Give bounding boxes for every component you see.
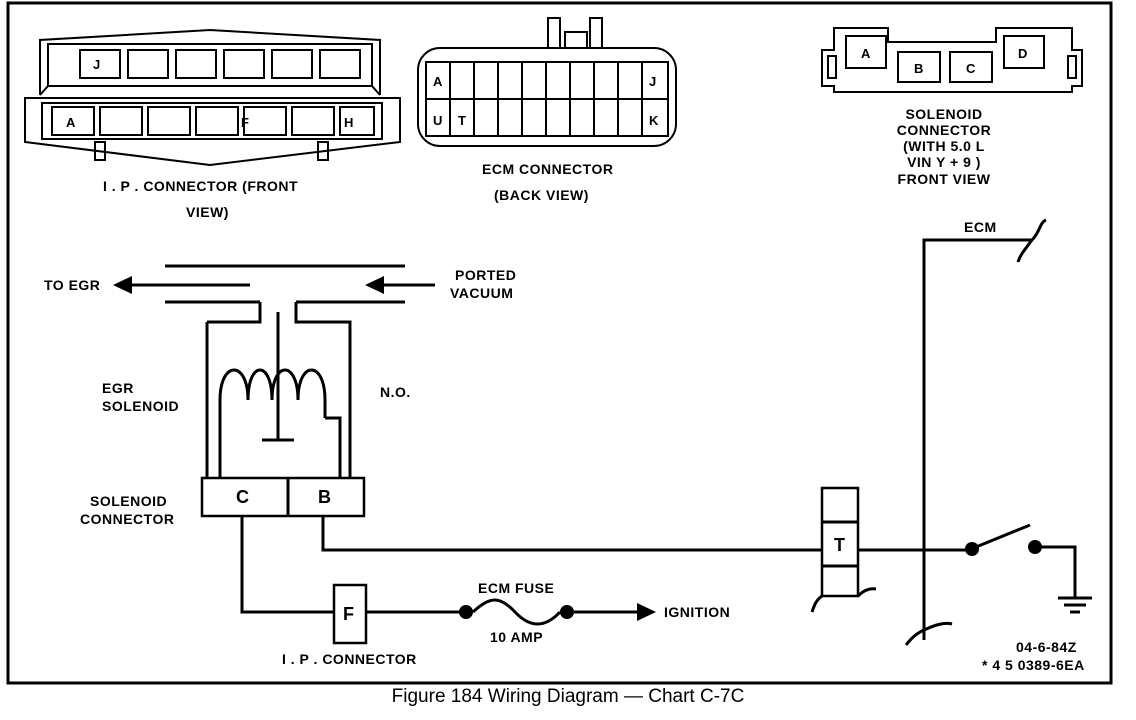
ecm-connector-pin-t: T [810, 486, 877, 613]
figure-caption: Figure 184 Wiring Diagram — Chart C-7C [391, 686, 745, 707]
reference-number: * 4 5 0389-6EA [982, 657, 1085, 673]
ecm-connector-title-line1: ECM CONNECTOR [482, 161, 613, 177]
ip-connector-front-view: J A F H I . P . CONNECTOR (FRONT VIEW) [24, 28, 401, 220]
normally-open-label: N.O. [380, 384, 411, 400]
solenoid-connector-line2: CONNECTOR [80, 511, 174, 527]
ip-bottom-pin-a: A [66, 115, 76, 130]
solenoid-connector-pin-c: C [236, 487, 250, 507]
vacuum-passage: TO EGR PORTED VACUUM [44, 264, 516, 304]
switch-blade [975, 523, 1031, 549]
ported-vacuum-line1: PORTED [455, 267, 516, 283]
ported-vacuum-line2: VACUUM [450, 285, 513, 301]
ecm-connector-back-view: A J U T K ECM CONNECTOR (BACK VIEW) [417, 17, 677, 203]
ported-vacuum-arrow-icon [365, 276, 384, 294]
ignition-arrow-icon [637, 603, 656, 621]
egr-solenoid-line2: SOLENOID [102, 398, 179, 414]
ecm-pin-j: J [649, 74, 657, 89]
fuse-terminal-right [560, 605, 574, 619]
ignition-label: IGNITION [664, 604, 730, 620]
switch-terminal-left [965, 542, 979, 556]
ecm-connector-title-line2: (BACK VIEW) [494, 187, 589, 203]
ip-connector-label: I . P . CONNECTOR [282, 651, 417, 667]
solenoid-front-line1: SOLENOID [905, 106, 982, 122]
solenoid-front-line3: (WITH 5.0 L [903, 138, 985, 154]
ecm-pin-t: T [458, 113, 466, 128]
ecm-pin-a: A [433, 74, 443, 89]
diagram-frame [6, 1, 1113, 685]
solenoid-front-line2: CONNECTOR [897, 122, 991, 138]
solenoid-connector: C B SOLENOID CONNECTOR [80, 476, 366, 527]
solenoid-front-line4: VIN Y + 9 ) [907, 154, 981, 170]
solenoid-front-pin-a: A [861, 46, 871, 61]
ground-icon [1058, 596, 1092, 614]
ecm-pin-u: U [433, 113, 443, 128]
ecm-label: ECM [964, 219, 997, 235]
solenoid-front-line5: FRONT VIEW [898, 171, 991, 187]
solenoid-connector-front-view: A B C D SOLENOID CONNECTOR (WITH 5.0 L V… [821, 27, 1083, 187]
solenoid-connector-pin-b: B [318, 487, 332, 507]
egr-solenoid-line1: EGR [102, 380, 134, 396]
fuse-element [471, 598, 562, 626]
ecm-pin-t-label: T [834, 535, 846, 555]
fuse-terminal-left [459, 605, 473, 619]
ip-top-pin-1: J [93, 57, 101, 72]
fuse-rating-label: 10 AMP [490, 629, 543, 645]
to-egr-label: TO EGR [44, 277, 100, 293]
ip-connector-bottom-row: A F H [51, 106, 375, 136]
ecm-pin-k: K [649, 113, 659, 128]
egr-solenoid: EGR SOLENOID N.O. [102, 302, 411, 478]
solenoid-front-pin-b: B [914, 61, 924, 76]
ip-connector-f: F I . P . CONNECTOR [282, 583, 417, 667]
ip-connector-title-line2: VIEW) [186, 204, 229, 220]
ecm-connector-grid [449, 62, 643, 136]
to-egr-arrow-icon [113, 276, 132, 294]
ecm-fuse-label: ECM FUSE [478, 580, 554, 596]
wiring [240, 516, 1092, 626]
ip-connector-pin-f: F [343, 604, 355, 624]
reference-date: 04-6-84Z [1016, 639, 1077, 655]
ip-connector-top-row: J [79, 49, 361, 79]
ip-connector-title-line1: I . P . CONNECTOR (FRONT [103, 178, 298, 194]
ip-bottom-pin-f: F [241, 115, 249, 130]
ecm-module: ECM [904, 218, 1047, 646]
ip-bottom-pin-h: H [344, 115, 354, 130]
solenoid-front-pin-c: C [966, 61, 976, 76]
solenoid-front-pin-d: D [1018, 46, 1028, 61]
solenoid-connector-line1: SOLENOID [90, 493, 167, 509]
switch-terminal-right [1028, 540, 1042, 554]
